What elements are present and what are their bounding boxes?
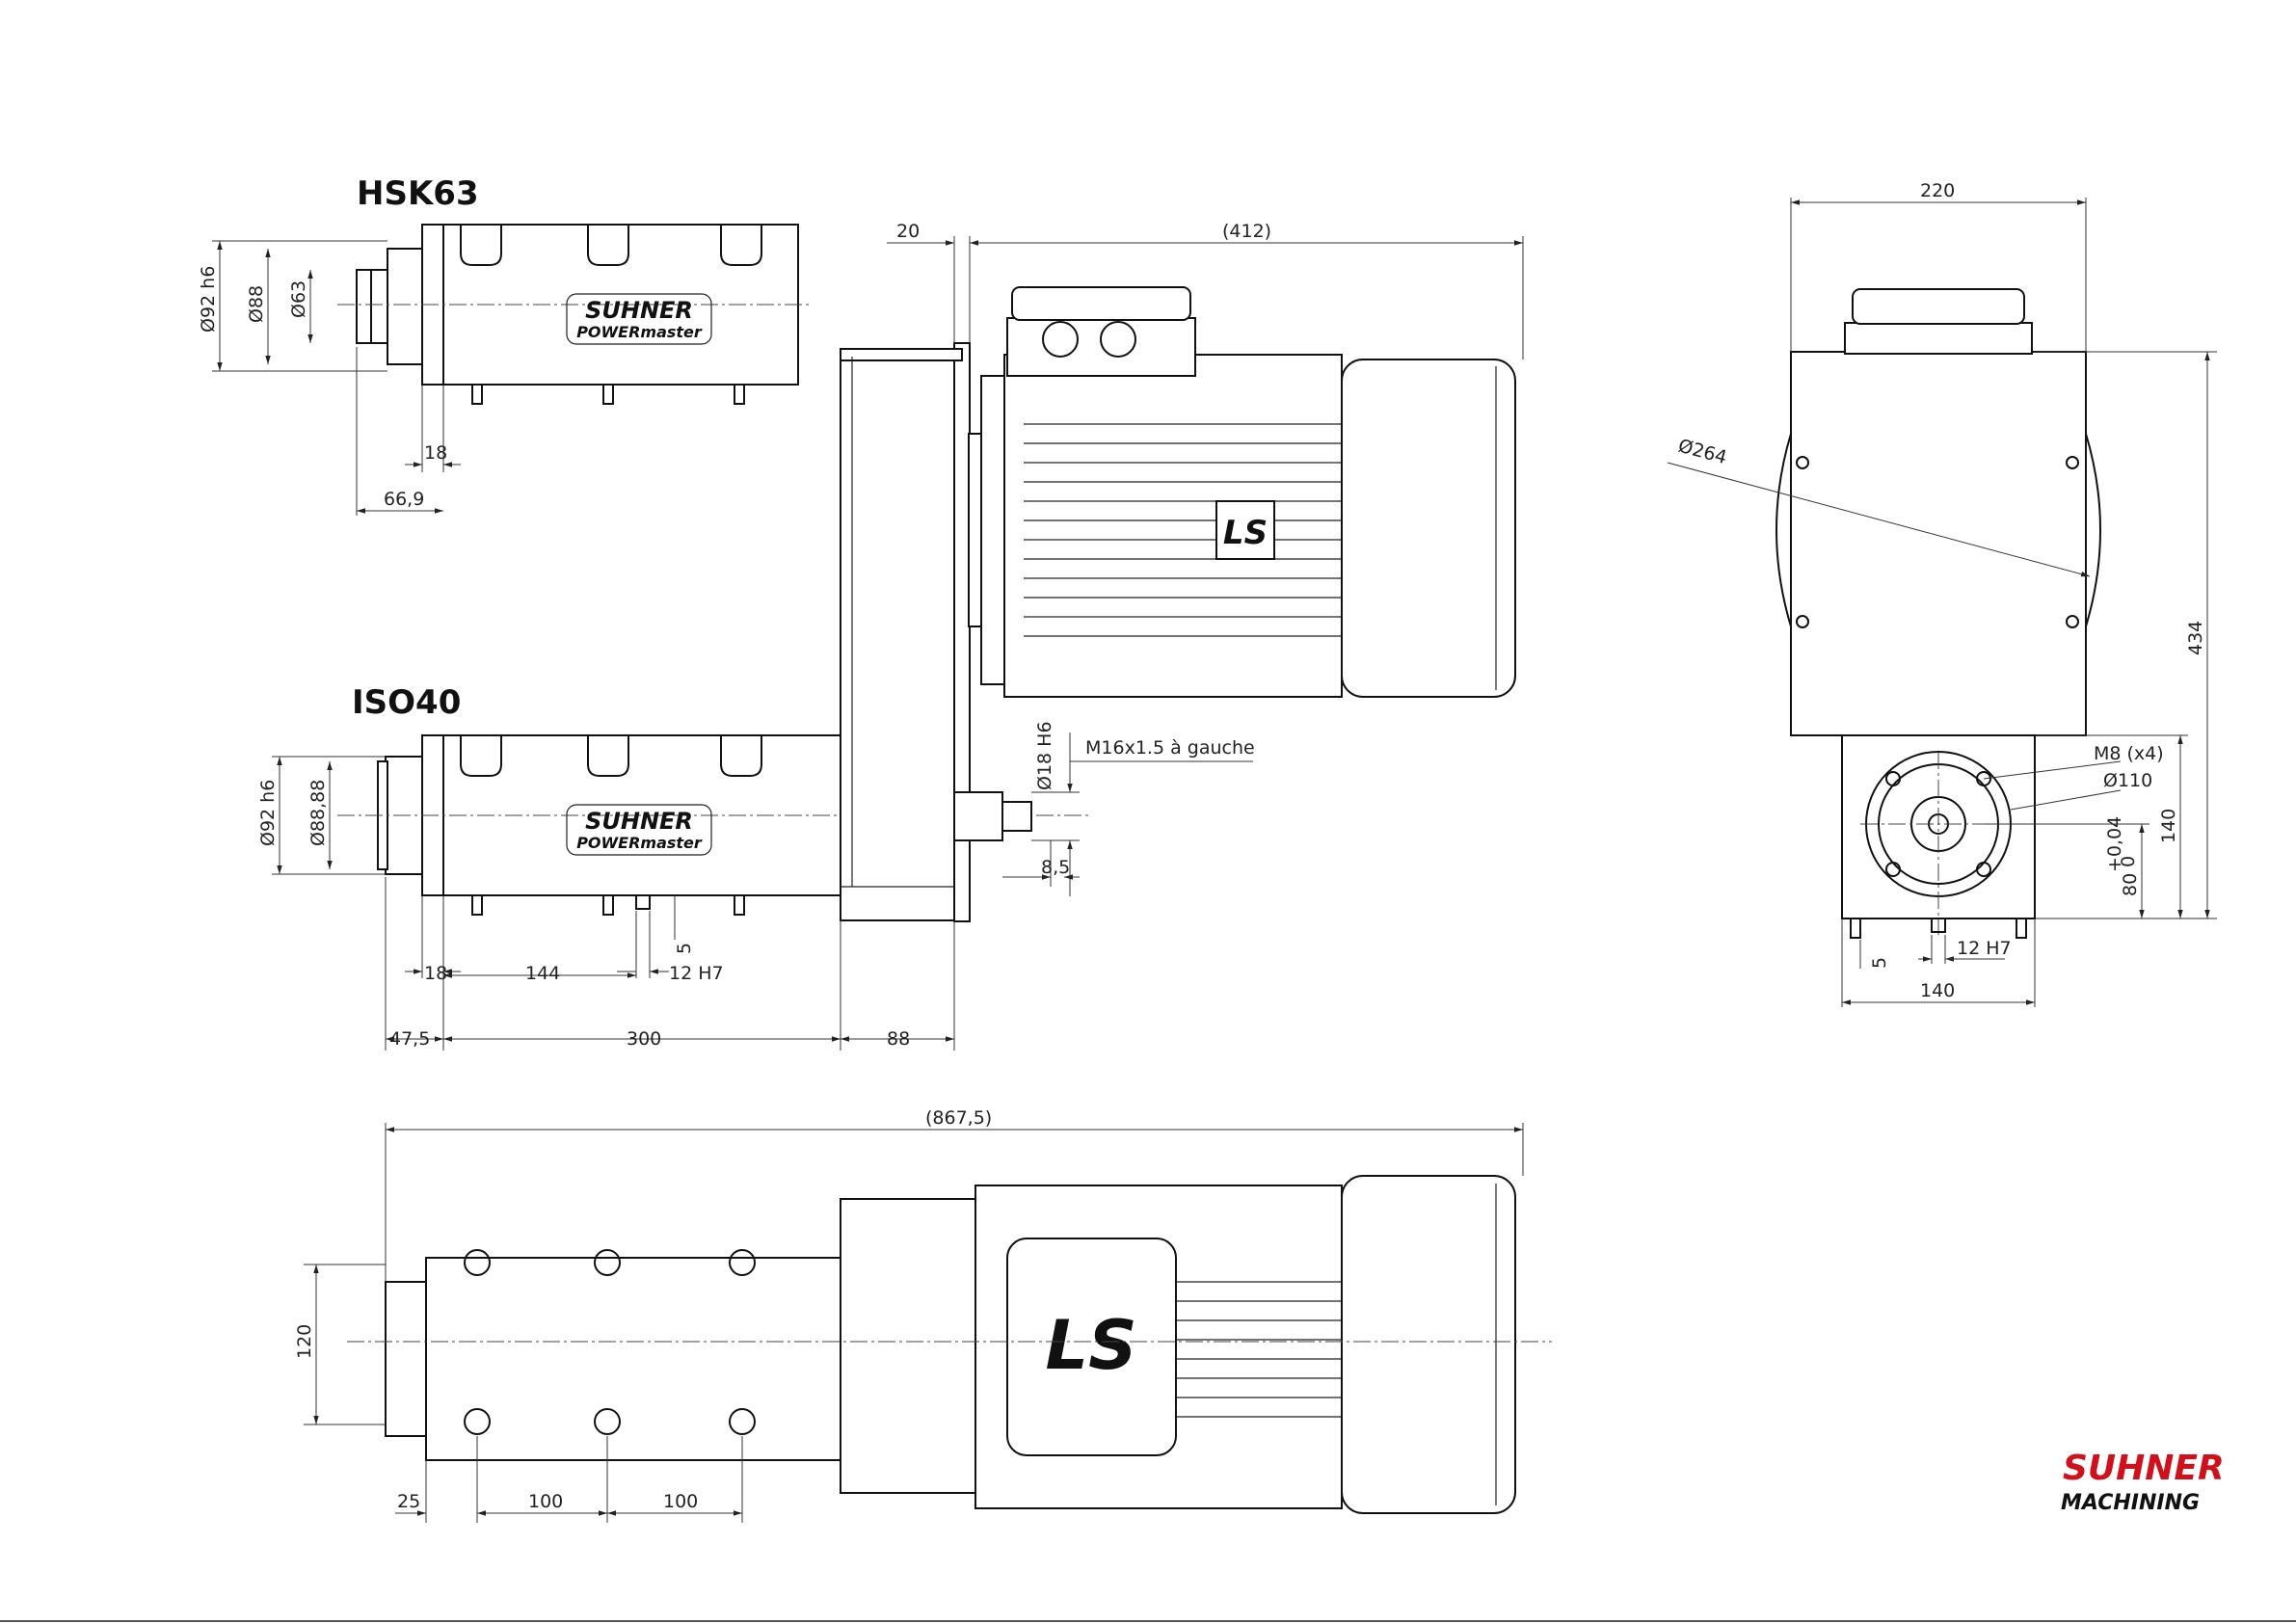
front-dim-80: 80 [2120,873,2141,896]
hsk63-dim-66-9: 66,9 [384,489,424,510]
model-label: POWERmaster [576,834,703,852]
iso40-brand-plate: SUHNER POWERmaster [567,805,711,855]
logo-machining: MACHINING [2061,1491,2200,1515]
top-dim-100a: 100 [528,1491,563,1512]
iso40-dim-12h7: 12 H7 [669,963,724,984]
dim-thread: M16x1.5 à gauche [1085,737,1255,759]
iso40-dim-92: Ø92 h6 [257,780,279,846]
logo-suhner: SUHNER [2063,1449,2225,1488]
iso40-dim-144: 144 [525,963,560,984]
iso40-dim-88-88: Ø88,88 [307,780,329,846]
top-dim-867-5: (867,5) [925,1107,992,1129]
iso40-view: ISO40 SUHNER POWERmaster [257,343,1089,1051]
brand-label: SUHNER [585,297,693,324]
front-dim-12h7: 12 H7 [1957,938,2012,959]
front-dim-5: 5 [1869,957,1890,969]
hsk63-title: HSK63 [357,174,479,213]
hsk63-view: HSK63 SUHNER POWERmaster [198,174,810,516]
hsk63-dim-18: 18 [424,442,447,464]
iso40-dim-88: 88 [887,1028,910,1050]
front-dim-110: Ø110 [2103,770,2152,791]
top-view: LS (867,5 [294,1107,1552,1523]
dim-412: (412) [1222,221,1271,242]
dim-20: 20 [896,221,920,242]
front-dim-264: Ø264 [1676,436,1729,469]
iso40-dim-18: 18 [424,963,447,984]
model-label: POWERmaster [576,323,703,341]
front-dim-434: 434 [2185,621,2206,655]
front-dim-tol0: 0 [2118,856,2139,867]
svg-text:LS: LS [1223,514,1268,552]
top-dim-120: 120 [294,1324,315,1359]
hsk63-brand-plate: SUHNER POWERmaster [567,294,711,344]
iso40-dim-47-5: 47,5 [389,1028,430,1050]
top-dim-25: 25 [397,1491,420,1512]
front-view: 220 Ø264 434 M8 (x4) Ø110 140 80 +0,04 0… [1668,180,2217,1007]
iso40-title: ISO40 [352,683,461,722]
iso40-dim-300: 300 [627,1028,661,1050]
svg-text:LS: LS [1045,1306,1136,1385]
front-dim-140-h: 140 [1920,980,1955,1001]
hsk63-dim-88: Ø88 [246,285,267,323]
front-dim-140-v: 140 [2158,809,2179,843]
suhner-machining-logo: SUHNER MACHINING [2061,1449,2225,1515]
front-dim-m8: M8 (x4) [2094,743,2164,764]
front-dim-220: 220 [1920,180,1955,201]
dim-8-5: 8,5 [1041,857,1070,878]
dim-18h6: Ø18 H6 [1034,721,1055,790]
hsk63-dim-92: Ø92 h6 [198,266,219,333]
top-dim-100b: 100 [663,1491,698,1512]
brand-label: SUHNER [585,808,693,835]
hsk63-dim-63: Ø63 [288,280,309,318]
iso40-dim-5: 5 [674,943,695,954]
